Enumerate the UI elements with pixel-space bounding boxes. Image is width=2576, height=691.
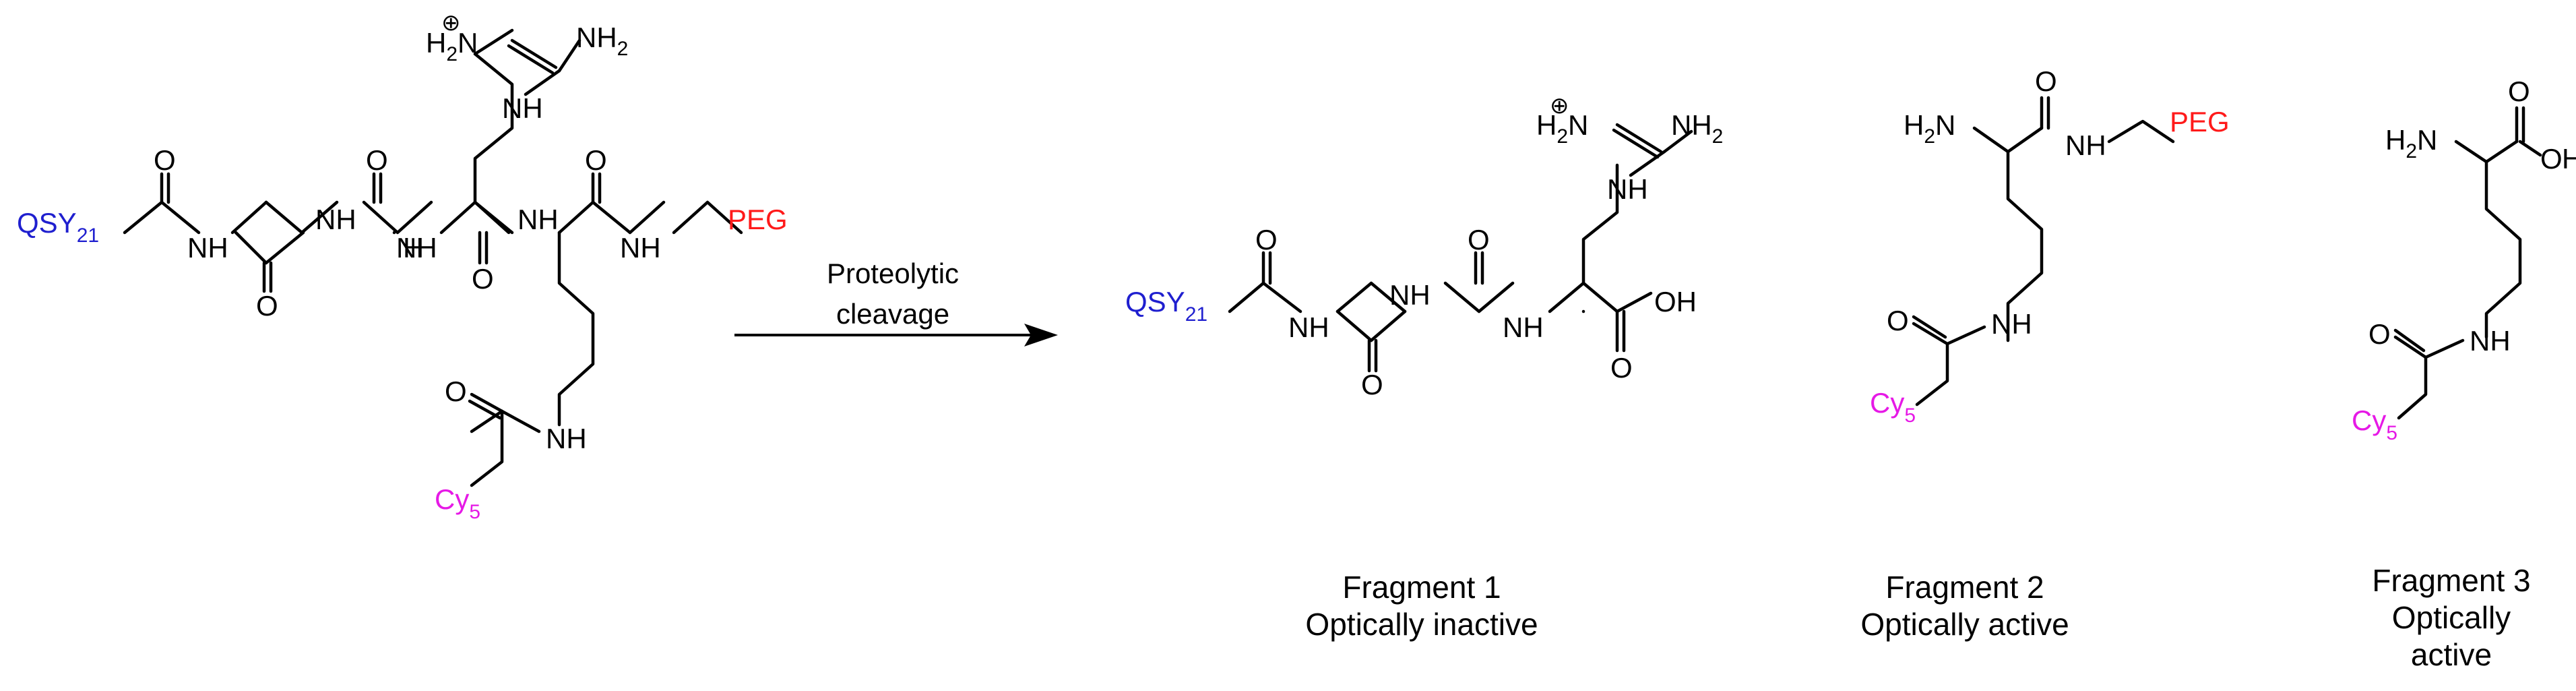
fragment-1-activity: Optically inactive (1305, 607, 1538, 642)
fragment-2-activity: Optically active (1860, 607, 2069, 642)
guanidine-nh2-label: NH2 (1671, 109, 1723, 148)
amide-nh-label: NH (2065, 129, 2106, 161)
qsy21-label: QSY21 (1125, 286, 1207, 326)
arrow-label-line2: cleavage (836, 298, 949, 330)
h2n-label: H2N (2385, 124, 2437, 162)
oxygen-label: O (585, 144, 607, 176)
backbone-bonds-1 (123, 200, 201, 235)
guanidine-nh2-label: NH2 (576, 22, 628, 60)
fragment-3-title: Fragment 3 (2372, 563, 2530, 598)
positive-charge-icon: ⊕ (441, 10, 461, 36)
arg-nh-label: NH (502, 92, 543, 124)
oxygen-label: O (256, 290, 278, 322)
guanidinium-h2n-label: H2N (1536, 109, 1588, 148)
fragment-1-title: Fragment 1 (1342, 570, 1501, 605)
lys-nh-label: NH (2470, 325, 2511, 357)
fragment-1-caption: Fragment 1 Optically inactive (1305, 570, 1538, 642)
peg-label: PEG (728, 204, 788, 235)
amide-nh-label: NH (187, 232, 228, 264)
hydroxyl-o-label: O (2540, 143, 2563, 175)
fragment-2-structure: H2N O NH PEG NH O Cy5 (1870, 65, 2230, 427)
fragment-3-activity-line2: active (2411, 637, 2492, 672)
fragment-2-title: Fragment 2 (1885, 570, 2044, 605)
amide-nh-label: NH (620, 232, 661, 264)
oxygen-label: O (2508, 76, 2530, 107)
amide-nh-label: NH (315, 204, 356, 235)
hydroxyl-h-label: H (2562, 143, 2576, 175)
substrate-peptide: QSY21 O NH NH O O NH NH NH2 H2N ⊕ (17, 10, 788, 523)
oxygen-label: O (154, 144, 176, 176)
fragment-3-structure: H2N O O H NH O Cy5 (2352, 76, 2576, 444)
oxygen-label: O (1255, 224, 1278, 256)
fragment-3-caption: Fragment 3 Optically active (2372, 563, 2530, 672)
reaction-arrow: Proteolytic cleavage (734, 258, 1058, 347)
arg-nh-label: NH (1607, 173, 1648, 205)
arrowhead-icon (1024, 324, 1058, 347)
oxygen-label: O (445, 375, 467, 407)
fragment-1-structure: QSY21 O NH O NH O NH NH NH2 H2N ⊕ O OH (1125, 93, 1723, 400)
peg-label: PEG (2170, 106, 2230, 138)
oxygen-label: O (2368, 318, 2391, 350)
cy5-label: Cy5 (1870, 387, 1916, 427)
amide-nh-label: NH (1503, 311, 1544, 343)
oxygen-label: O (1361, 369, 1383, 400)
oxygen-label: O (2035, 65, 2057, 97)
fragment-2-caption: Fragment 2 Optically active (1860, 570, 2069, 642)
fragment-3-activity-line1: Optically (2392, 600, 2511, 635)
cy5-label: Cy5 (2352, 404, 2397, 444)
cy5-label: Cy5 (435, 483, 480, 523)
oxygen-label: O (1610, 352, 1633, 384)
oxygen-label: O (472, 263, 494, 295)
h2n-label: H2N (1904, 109, 1955, 148)
amide-nh-label: NH (396, 232, 437, 264)
qsy21-label: QSY21 (17, 207, 99, 247)
oxygen-label: O (1887, 305, 1909, 336)
carboxyl-oh-label: OH (1654, 286, 1697, 318)
arrow-label-line1: Proteolytic (827, 258, 959, 289)
amide-h-label: H (403, 232, 423, 264)
lys-nh-label: NH (546, 423, 587, 454)
amide-nh-label: NH (1389, 279, 1431, 311)
amide-nh-label: NH (1288, 311, 1329, 343)
oxygen-label: O (1468, 224, 1490, 256)
lys-nh-label: NH (1991, 308, 2032, 340)
oxygen-label: O (366, 144, 388, 176)
amide-nh-label: NH (517, 204, 559, 235)
positive-charge-icon: ⊕ (1550, 93, 1569, 119)
guanidinium-h2n-label: H2N (426, 27, 478, 65)
